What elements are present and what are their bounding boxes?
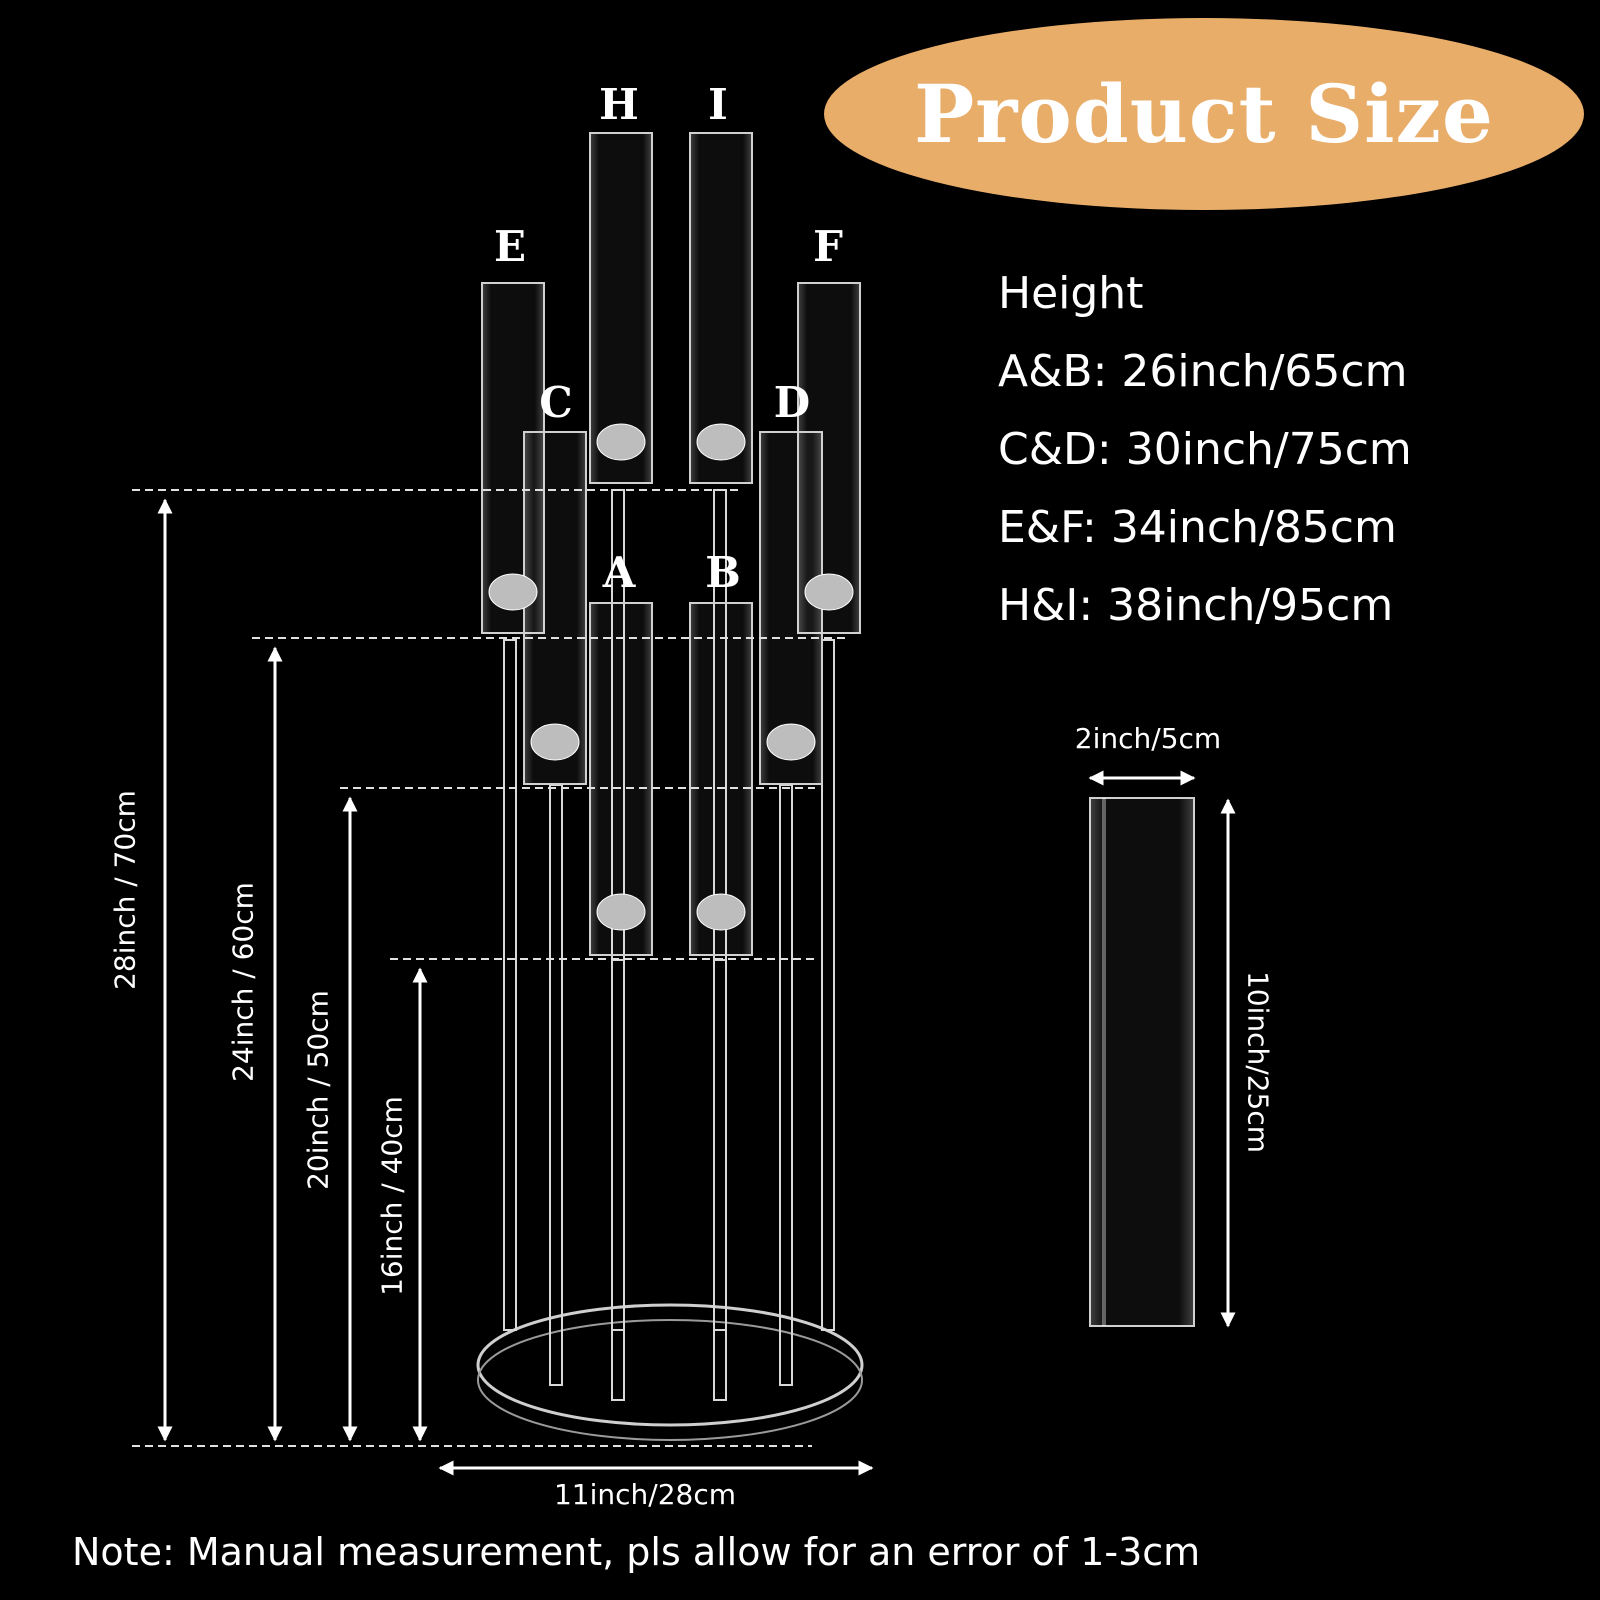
level-lines <box>132 489 848 1447</box>
page-title: Product Size <box>914 67 1494 161</box>
title-badge: Product Size <box>824 18 1584 210</box>
glass-tubes <box>481 132 861 956</box>
arm-label-i: I <box>708 80 728 129</box>
arm-label-b: B <box>705 548 741 597</box>
tier-height-label-40: 16inch / 40cm <box>375 1096 409 1296</box>
arm-label-a: A <box>602 548 636 597</box>
tier-height-label-60: 24inch / 60cm <box>226 882 260 1082</box>
arm-label-f: F <box>813 222 843 271</box>
height-arrows <box>157 498 428 1442</box>
height-row-cd: C&D: 30inch/75cm <box>998 424 1412 475</box>
arm-label-d: D <box>773 378 811 427</box>
tube-width-label: 2inch/5cm <box>1074 722 1222 755</box>
candle-cups <box>488 423 854 931</box>
tube-height-label: 10inch/25cm <box>1241 970 1275 1154</box>
height-row-ab: A&B: 26inch/65cm <box>998 346 1408 397</box>
height-row-ef: E&F: 34inch/85cm <box>998 502 1397 553</box>
height-heading: Height <box>998 268 1144 319</box>
arm-label-e: E <box>493 222 526 271</box>
tier-height-label-70: 28inch / 70cm <box>108 790 142 990</box>
standalone-tube <box>1089 797 1195 1327</box>
base-plate <box>476 1303 864 1441</box>
measurement-note: Note: Manual measurement, pls allow for … <box>72 1530 1201 1574</box>
base-width-label: 11inch/28cm <box>553 1478 737 1511</box>
arm-label-c: C <box>539 378 573 427</box>
tier-height-label-50: 20inch / 50cm <box>301 990 335 1190</box>
arm-label-h: H <box>599 80 639 129</box>
height-row-hi: H&I: 38inch/95cm <box>998 580 1394 631</box>
